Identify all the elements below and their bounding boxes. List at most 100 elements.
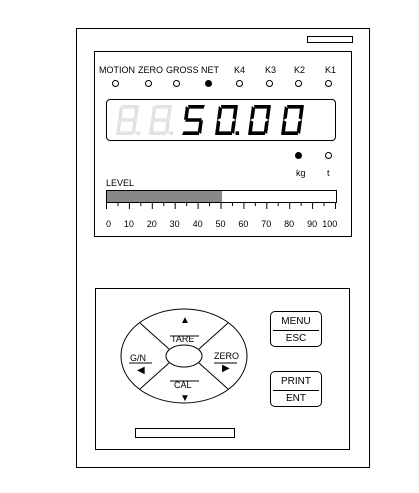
level-ticks <box>106 202 336 209</box>
segment <box>184 106 190 120</box>
level-bar-fill <box>107 191 222 202</box>
segment <box>188 105 205 109</box>
indicator-label-k3: K3 <box>265 65 277 75</box>
segment <box>122 105 139 109</box>
segment <box>166 106 172 120</box>
segment <box>152 118 169 122</box>
unit-label-kg: kg <box>296 168 306 178</box>
level-scale-number: 90 <box>307 219 318 229</box>
level-scale-number: 50 <box>215 219 226 229</box>
gn-label: G/N <box>130 353 147 363</box>
print-ent-button[interactable]: PRINT ENT <box>270 371 322 407</box>
decimal-point <box>169 131 174 135</box>
segment <box>287 105 304 109</box>
segment <box>217 106 223 120</box>
bottom-slot <box>135 428 235 438</box>
center-button <box>165 344 203 368</box>
segment <box>131 120 137 134</box>
indicator-label-gross: GROSS <box>166 65 199 75</box>
segment <box>254 105 271 109</box>
ghost-digit <box>116 105 141 135</box>
segment <box>149 120 155 134</box>
segment <box>248 120 254 134</box>
weight-digit <box>215 105 240 135</box>
level-scale-number: 80 <box>284 219 295 229</box>
unit-label-t: t <box>327 168 330 178</box>
segment <box>232 106 238 120</box>
direction-pad <box>120 308 248 404</box>
segment <box>250 106 256 120</box>
level-scale-number: 0 <box>106 219 112 229</box>
segment <box>182 131 200 135</box>
menu-esc-button[interactable]: MENU ESC <box>270 311 322 347</box>
segment <box>248 131 266 135</box>
segment <box>230 120 236 134</box>
segment <box>118 106 124 120</box>
indicator-label-net: NET <box>201 65 219 75</box>
indicator-lamp-motion <box>112 80 119 87</box>
segment <box>185 118 202 122</box>
key-divider <box>273 390 319 391</box>
segment <box>215 120 221 134</box>
weight-value-digits <box>182 105 304 135</box>
unit-lamp-t <box>325 152 332 159</box>
indicator-lamp-k4 <box>236 80 243 87</box>
segment <box>298 106 304 120</box>
indicator-housing <box>76 28 370 468</box>
segment <box>281 131 299 135</box>
indicator-label-zero: ZERO <box>138 65 164 75</box>
segment <box>155 105 172 109</box>
indicator-label-k4: K4 <box>234 65 246 75</box>
key-divider <box>273 330 319 331</box>
right-arrow-icon: ▶ <box>222 363 230 374</box>
indicator-lamp-k1 <box>325 80 332 87</box>
print-label: PRINT <box>281 376 311 387</box>
indicator-lamp-zero <box>145 80 152 87</box>
ghost-digit <box>149 105 174 135</box>
segment <box>281 120 287 134</box>
ent-label: ENT <box>286 393 306 404</box>
segment <box>265 106 271 120</box>
zero-label: ZERO <box>214 351 240 361</box>
indicator-lamp-gross <box>173 80 180 87</box>
level-scale-number: 70 <box>261 219 272 229</box>
indicator-lamp-net <box>205 80 212 87</box>
esc-label: ESC <box>285 333 307 344</box>
cal-label: CAL <box>174 380 192 390</box>
unit-lamp-kg <box>295 152 302 159</box>
top-slot <box>307 36 353 43</box>
segment <box>151 106 157 120</box>
level-scale-number: 30 <box>169 219 180 229</box>
segment <box>221 105 238 109</box>
indicator-label-k2: K2 <box>294 65 306 75</box>
segment <box>215 131 233 135</box>
ghost-digits <box>116 105 174 135</box>
up-arrow-icon: ▲ <box>180 315 190 326</box>
indicator-label-k1: K1 <box>325 65 337 75</box>
tare-label: TARE <box>171 334 195 344</box>
keypad-panel <box>95 288 350 450</box>
level-scale-number: 60 <box>238 219 249 229</box>
segment <box>133 106 139 120</box>
weight-display <box>106 99 336 141</box>
segment <box>283 106 289 120</box>
indicator-lamp-k3 <box>266 80 273 87</box>
segment <box>164 120 170 134</box>
level-label: LEVEL <box>106 178 135 188</box>
segment <box>149 131 167 135</box>
segment <box>116 131 134 135</box>
weight-digit <box>281 105 304 135</box>
decimal-point <box>136 131 141 135</box>
segment <box>296 120 302 134</box>
indicator-label-motion: MOTION <box>99 65 135 75</box>
display-panel <box>94 51 352 237</box>
decimal-point <box>235 131 240 135</box>
down-arrow-icon: ▼ <box>180 393 190 404</box>
level-scale-number: 100 <box>322 219 338 229</box>
weight-digit <box>182 105 205 135</box>
weight-digit <box>248 105 271 135</box>
indicator-lamp-k2 <box>295 80 302 87</box>
segment <box>116 120 122 134</box>
level-scale-number: 10 <box>123 219 134 229</box>
